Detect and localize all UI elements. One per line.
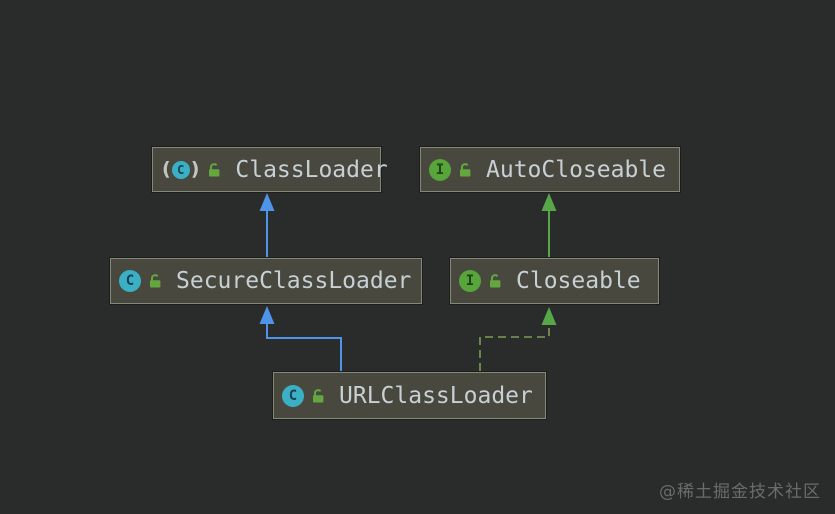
abstract-paren-right: )	[190, 158, 200, 180]
class-letter-badge: C	[171, 160, 190, 179]
edge-urlclassloader-extends-secureclassloader	[266, 324, 342, 371]
public-lock-icon	[490, 274, 501, 288]
interface-letter-badge: I	[429, 158, 451, 181]
arrowhead-implements-closeable	[541, 307, 557, 325]
public-lock-icon	[209, 162, 220, 176]
class-name-label: SecureClassLoader	[176, 268, 412, 294]
interface-icon: I	[429, 158, 451, 181]
public-lock-icon	[150, 274, 161, 288]
edge-urlclassloader-implements-closeable	[479, 326, 550, 371]
uml-node-classloader[interactable]: ( C ) ClassLoader	[152, 147, 388, 192]
interface-letter-badge: I	[459, 270, 481, 292]
arrowhead-extends-secureclassloader	[259, 306, 275, 324]
uml-node-closeable[interactable]: I Closeable	[450, 258, 659, 304]
juejin-watermark: @稀土掘金技术社区	[659, 482, 821, 502]
public-lock-icon	[313, 388, 324, 402]
arrowhead-extends-autocloseable	[541, 193, 557, 211]
abstract-class-icon: ( C )	[161, 160, 200, 179]
uml-node-secureclassloader[interactable]: C SecureClassLoader	[110, 258, 422, 304]
interface-icon: I	[459, 270, 481, 292]
abstract-paren-left: (	[162, 158, 171, 180]
class-letter-badge: C	[119, 270, 141, 292]
uml-node-urlclassloader[interactable]: C URLClassLoader	[273, 372, 546, 419]
class-name-label: ClassLoader	[235, 156, 388, 183]
arrowhead-extends-classloader	[259, 193, 275, 211]
class-name-label: Closeable	[516, 268, 641, 294]
class-letter-badge: C	[282, 384, 304, 407]
class-name-label: URLClassLoader	[339, 382, 533, 409]
uml-node-autocloseable[interactable]: I AutoCloseable	[420, 147, 680, 192]
class-name-label: AutoCloseable	[486, 156, 667, 183]
class-icon: C	[119, 270, 141, 292]
public-lock-icon	[460, 162, 471, 176]
class-icon: C	[282, 384, 304, 407]
